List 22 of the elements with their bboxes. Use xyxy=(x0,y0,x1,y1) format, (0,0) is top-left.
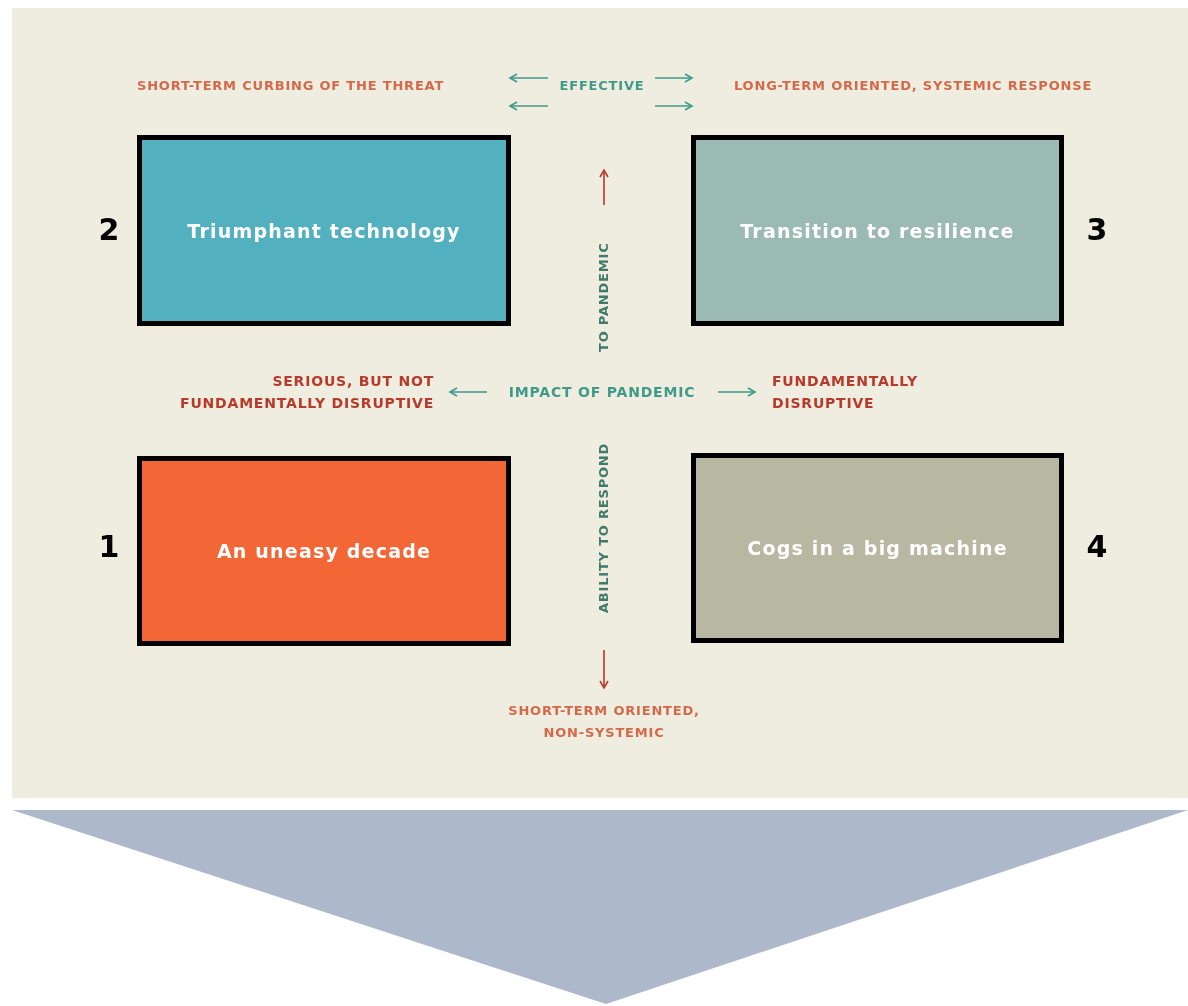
axis-label: TO PANDEMIC xyxy=(595,241,612,354)
scenario-number: 4 xyxy=(1085,529,1109,564)
axis-label: IMPACT OF PANDEMIC xyxy=(507,383,697,402)
axis-end-label: SHORT-TERM CURBING OF THE THREAT xyxy=(137,77,446,95)
scenario-title: An uneasy decade xyxy=(216,540,432,562)
axis-label: EFFECTIVE xyxy=(558,77,646,95)
scenario-title: Triumphant technology xyxy=(187,219,461,242)
scenario-number: 2 xyxy=(97,212,121,247)
scenario-box xyxy=(137,456,511,646)
axis-label: ABILITY TO RESPOND xyxy=(595,441,612,615)
scenario-title: Cogs in a big machine xyxy=(747,537,1008,559)
axis-end-label: FUNDAMENTALLY DISRUPTIVE xyxy=(772,372,919,413)
chevron-shape xyxy=(12,810,1188,1004)
axis-end-label: LONG-TERM ORIENTED, SYSTEMIC RESPONSE xyxy=(734,77,1094,95)
scenario-box xyxy=(137,135,511,326)
axis-end-label: SHORT-TERM ORIENTED, NON-SYSTEMIC xyxy=(507,702,701,742)
axis-end-label: SERIOUS, BUT NOT FUNDAMENTALLY DISRUPTIVE xyxy=(179,372,434,413)
scenario-box xyxy=(691,135,1064,326)
scenario-box xyxy=(691,453,1064,643)
scenario-number: 3 xyxy=(1085,212,1109,247)
scenario-title: Transition to resilience xyxy=(740,219,1015,242)
scenario-number: 1 xyxy=(97,529,121,564)
